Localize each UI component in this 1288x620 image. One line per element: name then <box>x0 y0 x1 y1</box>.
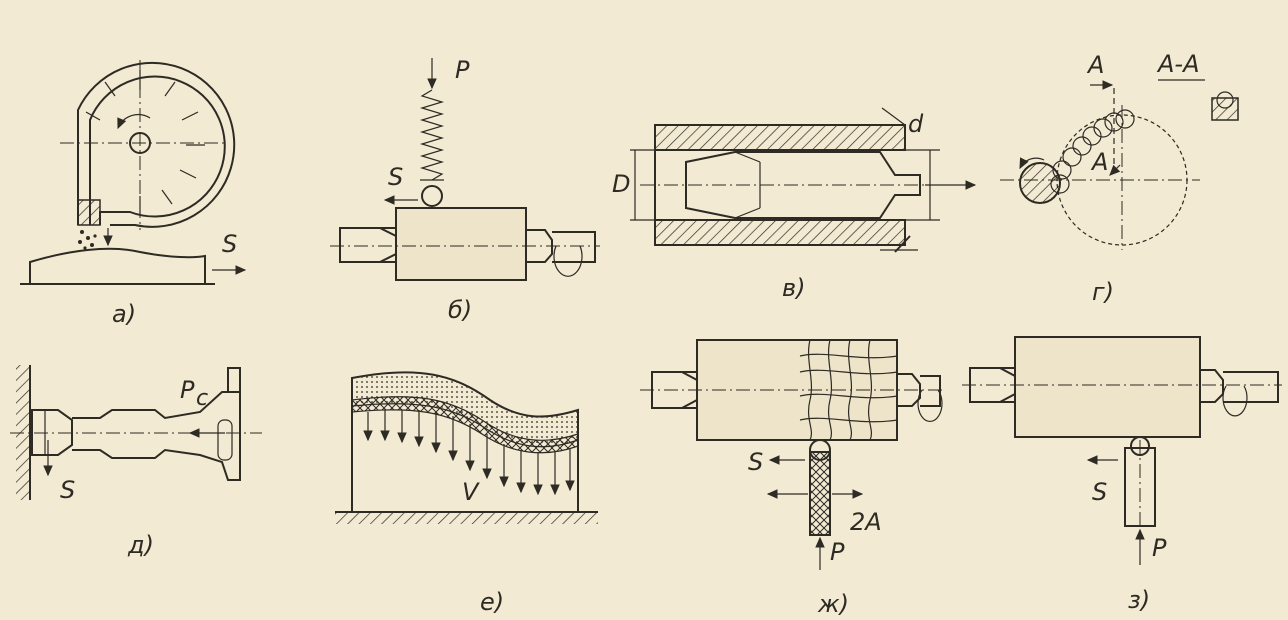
panel-d: P c S д) <box>10 365 262 559</box>
label-z-force: P <box>1152 534 1167 562</box>
workpiece-g <box>1019 162 1061 204</box>
label-v-outer: D <box>612 170 630 198</box>
chuck-zh <box>897 373 941 407</box>
label-g-section-title: A-A <box>1156 50 1200 78</box>
label-g-section-bottom: A <box>1090 148 1108 176</box>
label-e-velocity: V <box>462 478 480 506</box>
spring-b <box>419 89 445 181</box>
rotation-icon-b <box>553 245 583 277</box>
caption-b: б) <box>448 296 472 324</box>
panel-v: D d в) <box>612 107 977 302</box>
panel-e: V е) <box>335 371 598 616</box>
panel-zh: S 2A P ж) <box>640 339 945 618</box>
label-b-force: P <box>455 56 470 84</box>
chuck-z <box>1200 369 1279 403</box>
label-zh-feed: S <box>748 448 763 476</box>
rotation-arrow-icon <box>117 114 151 130</box>
rotation-icon-zh <box>917 389 943 422</box>
label-a-feed: S <box>222 230 237 258</box>
label-g-section-top: A <box>1086 51 1104 79</box>
rotation-icon-g <box>1019 157 1045 170</box>
mandrel <box>685 151 921 219</box>
label-d-force: P <box>180 376 195 404</box>
impact-arrows <box>363 410 575 496</box>
workpiece-a <box>29 247 206 284</box>
label-zh-amplitude: 2A <box>850 508 882 536</box>
roller-z <box>1130 436 1150 456</box>
panel-a: S а) <box>20 60 247 328</box>
label-v-inner: d <box>908 110 924 138</box>
chuck-b <box>526 229 596 263</box>
panel-z: S P з) <box>962 336 1282 614</box>
caption-zh: ж) <box>817 590 849 618</box>
caption-v: в) <box>782 274 806 302</box>
caption-g: г) <box>1092 278 1114 306</box>
panel-b: P S б) <box>330 56 600 324</box>
nozzle <box>77 199 101 226</box>
label-d-force-sub: c <box>196 386 208 411</box>
caption-a: а) <box>112 300 136 328</box>
ball-tool <box>421 185 443 207</box>
label-d-feed: S <box>60 476 75 504</box>
bushing-top-wall <box>654 124 906 151</box>
shot-particles <box>78 230 97 250</box>
hammer-head <box>31 409 73 456</box>
workpiece-e <box>351 371 579 513</box>
label-z-feed: S <box>1092 478 1107 506</box>
impeller-blades <box>85 70 205 214</box>
caption-z: з) <box>1128 586 1150 614</box>
wavy-surface <box>799 339 898 441</box>
tool-body-d <box>72 391 241 481</box>
caption-d: д) <box>127 531 154 559</box>
rotation-icon-z <box>1222 385 1248 417</box>
left-center-b <box>339 227 397 263</box>
section-view <box>1211 97 1239 121</box>
wheel-housing <box>77 61 236 228</box>
panel-g: A A A-A г) <box>1000 50 1239 306</box>
roller-holder-zh <box>809 451 831 536</box>
bushing-bottom-wall <box>654 219 906 246</box>
workpiece-b <box>395 207 527 281</box>
label-b-feed: S <box>388 163 403 191</box>
caption-e: е) <box>480 588 504 616</box>
label-zh-force: P <box>830 538 845 566</box>
workpiece-z <box>1014 336 1201 438</box>
section-arrow-bottom <box>1109 164 1121 176</box>
